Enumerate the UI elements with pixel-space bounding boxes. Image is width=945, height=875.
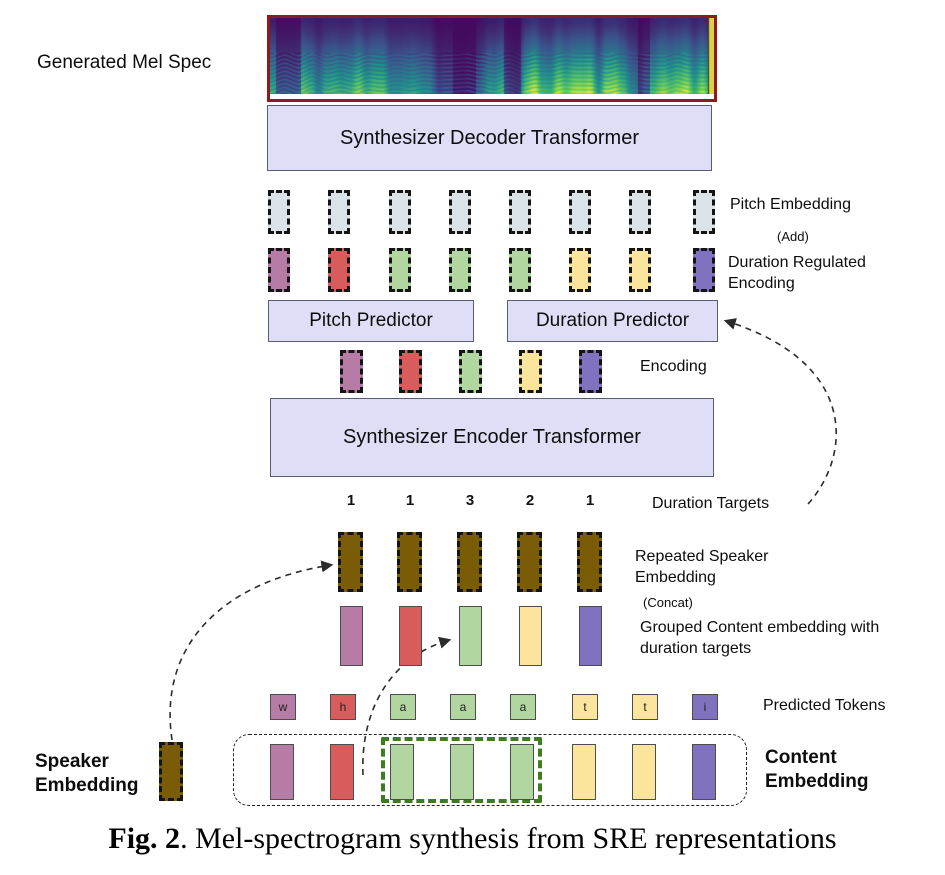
pitch-embedding-box [389, 190, 411, 234]
caption-figure-number: Fig. 2 [108, 822, 181, 855]
repeated-speaker-embedding-label: Repeated Speaker Embedding [635, 548, 769, 586]
predicted-tokens-label: Predicted Tokens [763, 697, 886, 714]
content-embedding-label: Content Embedding [765, 747, 869, 792]
duration-regulated-box [569, 248, 591, 292]
pitch-embedding-box [268, 190, 290, 234]
grouped-content-box [519, 606, 542, 666]
encoding-label: Encoding [640, 358, 707, 375]
repeated-speaker-box [577, 532, 602, 592]
synthesizer-decoder-box: Synthesizer Decoder Transformer [267, 105, 712, 171]
add-label: (Add) [777, 229, 809, 244]
predicted-token-box: t [572, 694, 598, 720]
pitch-embedding-box [569, 190, 591, 234]
content-embedding-box [572, 744, 596, 800]
duration-regulated-box [509, 248, 531, 292]
duration-target-value: 2 [525, 492, 535, 509]
predicted-token-box: t [632, 694, 658, 720]
duration-target-value: 1 [405, 492, 415, 509]
mel-spectrogram-image [270, 18, 714, 94]
generated-mel-spec-label: Generated Mel Spec [37, 52, 212, 73]
repeated-speaker-box [517, 532, 542, 592]
pitch-embedding-box [328, 190, 350, 234]
content-embedding-box [632, 744, 656, 800]
encoding-box [340, 350, 363, 393]
repeated-speaker-box [457, 532, 482, 592]
duration-regulated-encoding-label: Duration Regulated Encoding [728, 254, 866, 292]
duration-regulated-box [693, 248, 715, 292]
predicted-token-box: h [330, 694, 356, 720]
repeated-speaker-box [397, 532, 422, 592]
grouped-content-box [459, 606, 482, 666]
predicted-token-box: a [510, 694, 536, 720]
speaker-to-repeated-arrow [169, 560, 334, 741]
predicted-token-box: a [390, 694, 416, 720]
pitch-predictor-box: Pitch Predictor [268, 300, 474, 342]
encoding-box [519, 350, 542, 393]
encoding-box [579, 350, 602, 393]
predicted-token-box: a [450, 694, 476, 720]
encoding-box [399, 350, 422, 393]
predicted-token-box: w [270, 694, 296, 720]
duration-target-value: 3 [465, 492, 475, 509]
mel-spectrogram-frame [267, 15, 717, 102]
pitch-embedding-label: Pitch Embedding [730, 196, 851, 213]
duration-regulated-box [389, 248, 411, 292]
grouped-content-embedding-label: Grouped Content embedding with duration … [640, 619, 880, 657]
duration-regulated-box [449, 248, 471, 292]
pitch-embedding-box [509, 190, 531, 234]
duration-regulated-box [328, 248, 350, 292]
content-embedding-box [692, 744, 716, 800]
grouped-content-box [579, 606, 602, 666]
content-embedding-container [233, 734, 747, 806]
duration-target-value: 1 [346, 492, 356, 509]
grouped-content-box [340, 606, 363, 666]
duration-regulated-box [629, 248, 651, 292]
content-embedding-box [450, 744, 474, 800]
targets-to-duration-predictor-arrow [723, 318, 838, 505]
pitch-embedding-box [629, 190, 651, 234]
duration-regulated-box [268, 248, 290, 292]
duration-predictor-box: Duration Predictor [507, 300, 718, 342]
repeated-speaker-box [338, 532, 363, 592]
speaker-embedding-label: Speaker Embedding [35, 751, 139, 796]
pitch-embedding-box [449, 190, 471, 234]
concat-label: (Concat) [643, 595, 693, 610]
predicted-token-box: i [692, 694, 718, 720]
synthesizer-encoder-box: Synthesizer Encoder Transformer [270, 398, 714, 477]
duration-targets-label: Duration Targets [652, 495, 770, 512]
content-embedding-box [270, 744, 294, 800]
grouped-content-box [399, 606, 422, 666]
pitch-embedding-box [693, 190, 715, 234]
encoding-box [459, 350, 482, 393]
duration-target-value: 1 [585, 492, 595, 509]
speaker-embedding-box [159, 742, 183, 801]
caption-text: . Mel-spectrogram synthesis from SRE rep… [180, 822, 837, 855]
figure-caption: Fig. 2. Mel-spectrogram synthesis from S… [0, 822, 945, 856]
content-embedding-box [510, 744, 534, 800]
content-embedding-box [390, 744, 414, 800]
content-embedding-box [330, 744, 354, 800]
